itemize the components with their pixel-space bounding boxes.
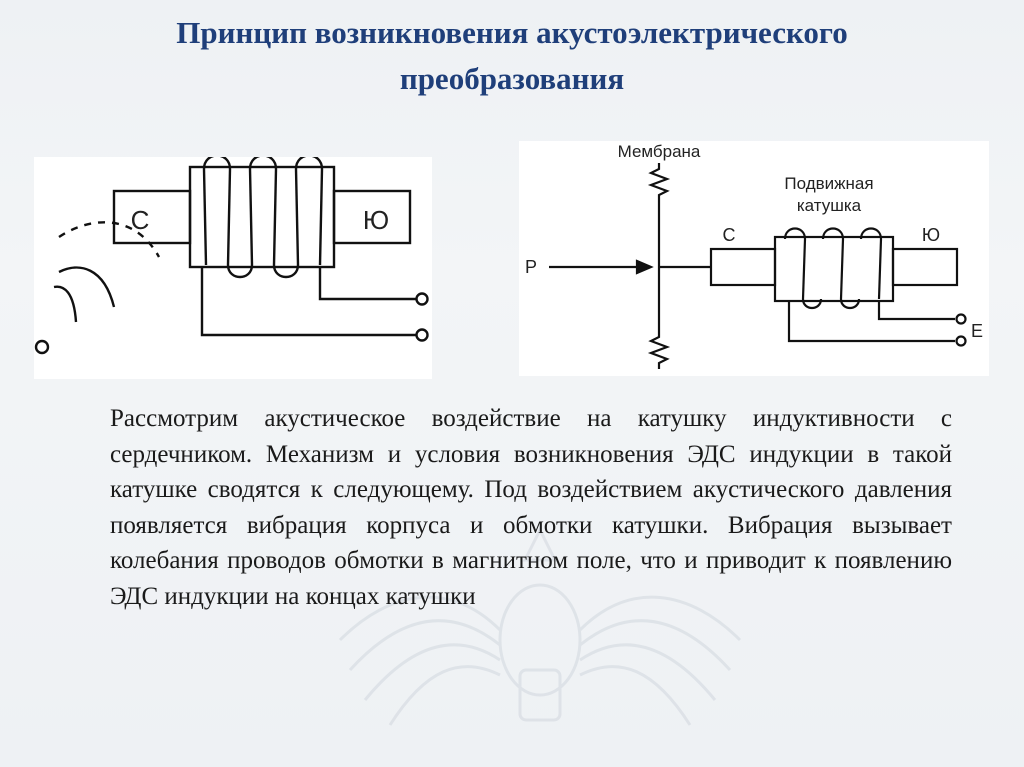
coil-body: [188, 165, 336, 269]
wave-dashed-outer: [58, 221, 161, 258]
lead-bottom: [200, 267, 416, 337]
core-left-block: [709, 247, 777, 287]
membrane-spring-bottom: [647, 331, 671, 369]
title-line-1: Принцип возникновения акустоэлектрическо…: [176, 15, 848, 50]
slide-title: Принцип возникновения акустоэлектрическо…: [40, 10, 984, 102]
coil-core-diagram: С Ю: [34, 157, 432, 379]
wave-inner: [58, 266, 116, 308]
lead-top: [318, 267, 416, 301]
pressure-label: P: [525, 257, 537, 277]
core-right-block: [891, 247, 959, 287]
pole-right-label: Ю: [922, 225, 940, 245]
sound-source: [34, 339, 50, 355]
terminal-bottom: [415, 328, 429, 342]
pole-left-label: С: [723, 225, 736, 245]
title-line-2: преобразования: [399, 61, 625, 96]
pole-left-label: С: [131, 205, 150, 235]
coil-core-figure: С Ю: [34, 157, 429, 355]
membrane-label: Мембрана: [618, 142, 701, 161]
membrane-spring-top: [647, 163, 671, 201]
terminal-top: [415, 292, 429, 306]
core-left-block: [112, 189, 192, 245]
wave-inner-2: [53, 285, 78, 323]
terminal-bottom: [955, 335, 967, 347]
terminal-top: [955, 313, 967, 325]
pole-right-label: Ю: [363, 205, 389, 235]
membrane-coil-figure: Мембрана Подвижная катушка С Ю P E: [525, 142, 983, 369]
body-paragraph: Рассмотрим акустическое воздействие на к…: [110, 405, 952, 610]
membrane-coil-diagram: Мембрана Подвижная катушка С Ю P E: [519, 141, 989, 376]
eagle-emblem-watermark: [338, 526, 742, 726]
coil-label-line-2: катушка: [797, 196, 862, 215]
coil-body: [773, 235, 895, 303]
emf-label: E: [971, 321, 983, 341]
coil-label-line-1: Подвижная: [784, 174, 873, 193]
